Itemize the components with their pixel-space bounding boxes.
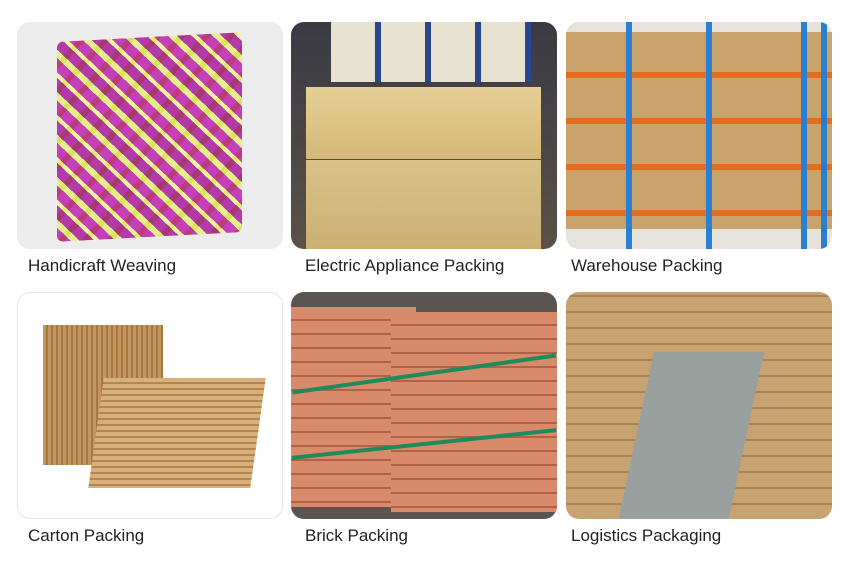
electric-appliance-packing-label: Electric Appliance Packing (305, 256, 505, 275)
warehouse-packing-label: Warehouse Packing (571, 256, 723, 275)
warehouse-packing-image (566, 22, 832, 249)
logistics-packaging-label: Logistics Packaging (571, 526, 722, 545)
logistics-packaging-image (566, 292, 832, 519)
handicraft-weaving-label: Handicraft Weaving (28, 256, 177, 275)
brick-packing-image (291, 292, 557, 519)
electric-appliance-packing-image (291, 22, 557, 249)
carton-packing-image (17, 292, 283, 519)
carton-packing-label: Carton Packing (28, 526, 145, 545)
brick-packing-label: Brick Packing (305, 526, 408, 545)
handicraft-weaving-image (17, 22, 283, 249)
